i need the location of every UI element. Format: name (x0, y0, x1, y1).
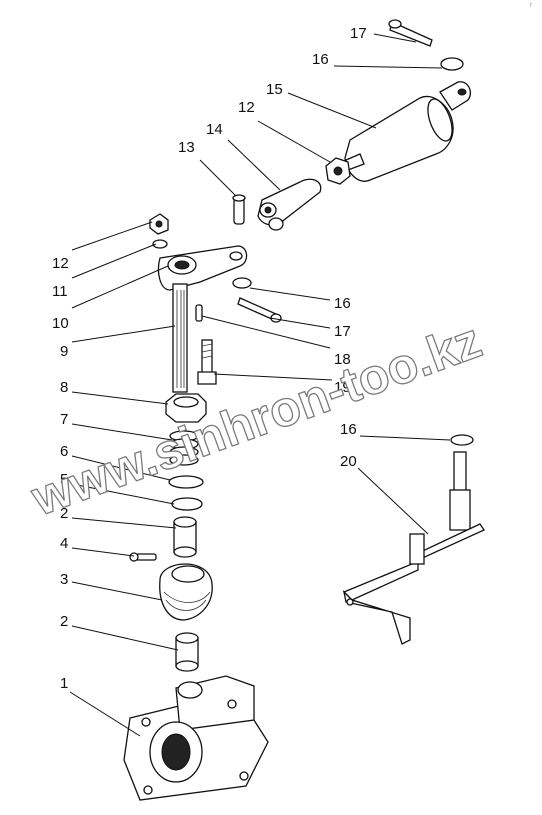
washer-6 (168, 475, 204, 489)
washer-16-right (450, 434, 474, 446)
bushing-2-top (173, 516, 197, 558)
callout-3: 3 (60, 571, 68, 588)
callout-18: 18 (334, 351, 351, 368)
callout-2-bottom: 2 (60, 613, 68, 630)
callout-16-top: 16 (312, 51, 329, 68)
callout-7: 7 (60, 411, 68, 428)
shaft-9 (172, 283, 188, 393)
pin-13 (232, 194, 246, 225)
corner-mark: r (530, 2, 533, 9)
callout-12-top: 12 (238, 99, 255, 116)
callout-12-left: 12 (52, 255, 69, 272)
callout-20: 20 (340, 453, 357, 470)
washer-16-mid (232, 277, 252, 289)
callout-6: 6 (60, 443, 68, 460)
washer-16-top (440, 57, 464, 71)
nut-12-left (149, 213, 169, 235)
leader-lines (69, 33, 451, 737)
lever-10 (157, 245, 248, 291)
cotter-pin-17-top (388, 19, 433, 47)
callout-9: 9 (60, 343, 68, 360)
callout-16-mid: 16 (334, 295, 351, 312)
nut-12-top (325, 157, 351, 185)
callout-5: 5 (60, 471, 68, 488)
spring-7 (169, 430, 199, 466)
callout-10: 10 (52, 315, 69, 332)
hydraulic-cylinder-15 (344, 81, 472, 182)
callout-labels: 17 16 15 12 14 13 12 11 10 16 17 9 18 19… (52, 25, 367, 692)
watermark: www.sinhron-too.kz (24, 312, 489, 527)
callout-17-mid: 17 (334, 323, 351, 340)
callout-16-right: 16 (340, 421, 357, 438)
callout-1: 1 (60, 675, 68, 692)
fork-14 (257, 178, 322, 231)
callout-2-top: 2 (60, 505, 68, 522)
bracket-20 (342, 451, 485, 645)
callout-14: 14 (206, 121, 223, 138)
bolt-19 (197, 339, 217, 385)
bushing-2-bottom (175, 632, 199, 672)
nut-8 (165, 393, 207, 423)
callout-4: 4 (60, 535, 68, 552)
callout-17-top: 17 (350, 25, 367, 42)
callout-15: 15 (266, 81, 283, 98)
cotter-pin-17-mid (237, 297, 282, 323)
snap-ring-5 (171, 497, 203, 511)
housing-3 (159, 563, 213, 621)
callout-8: 8 (60, 379, 68, 396)
grease-fitting-4 (129, 552, 157, 562)
callout-19: 19 (334, 379, 351, 396)
washer-11 (152, 239, 168, 249)
callout-13: 13 (178, 139, 195, 156)
callout-11: 11 (52, 283, 68, 300)
key-18 (195, 304, 203, 322)
bracket-housing-1 (123, 675, 269, 801)
